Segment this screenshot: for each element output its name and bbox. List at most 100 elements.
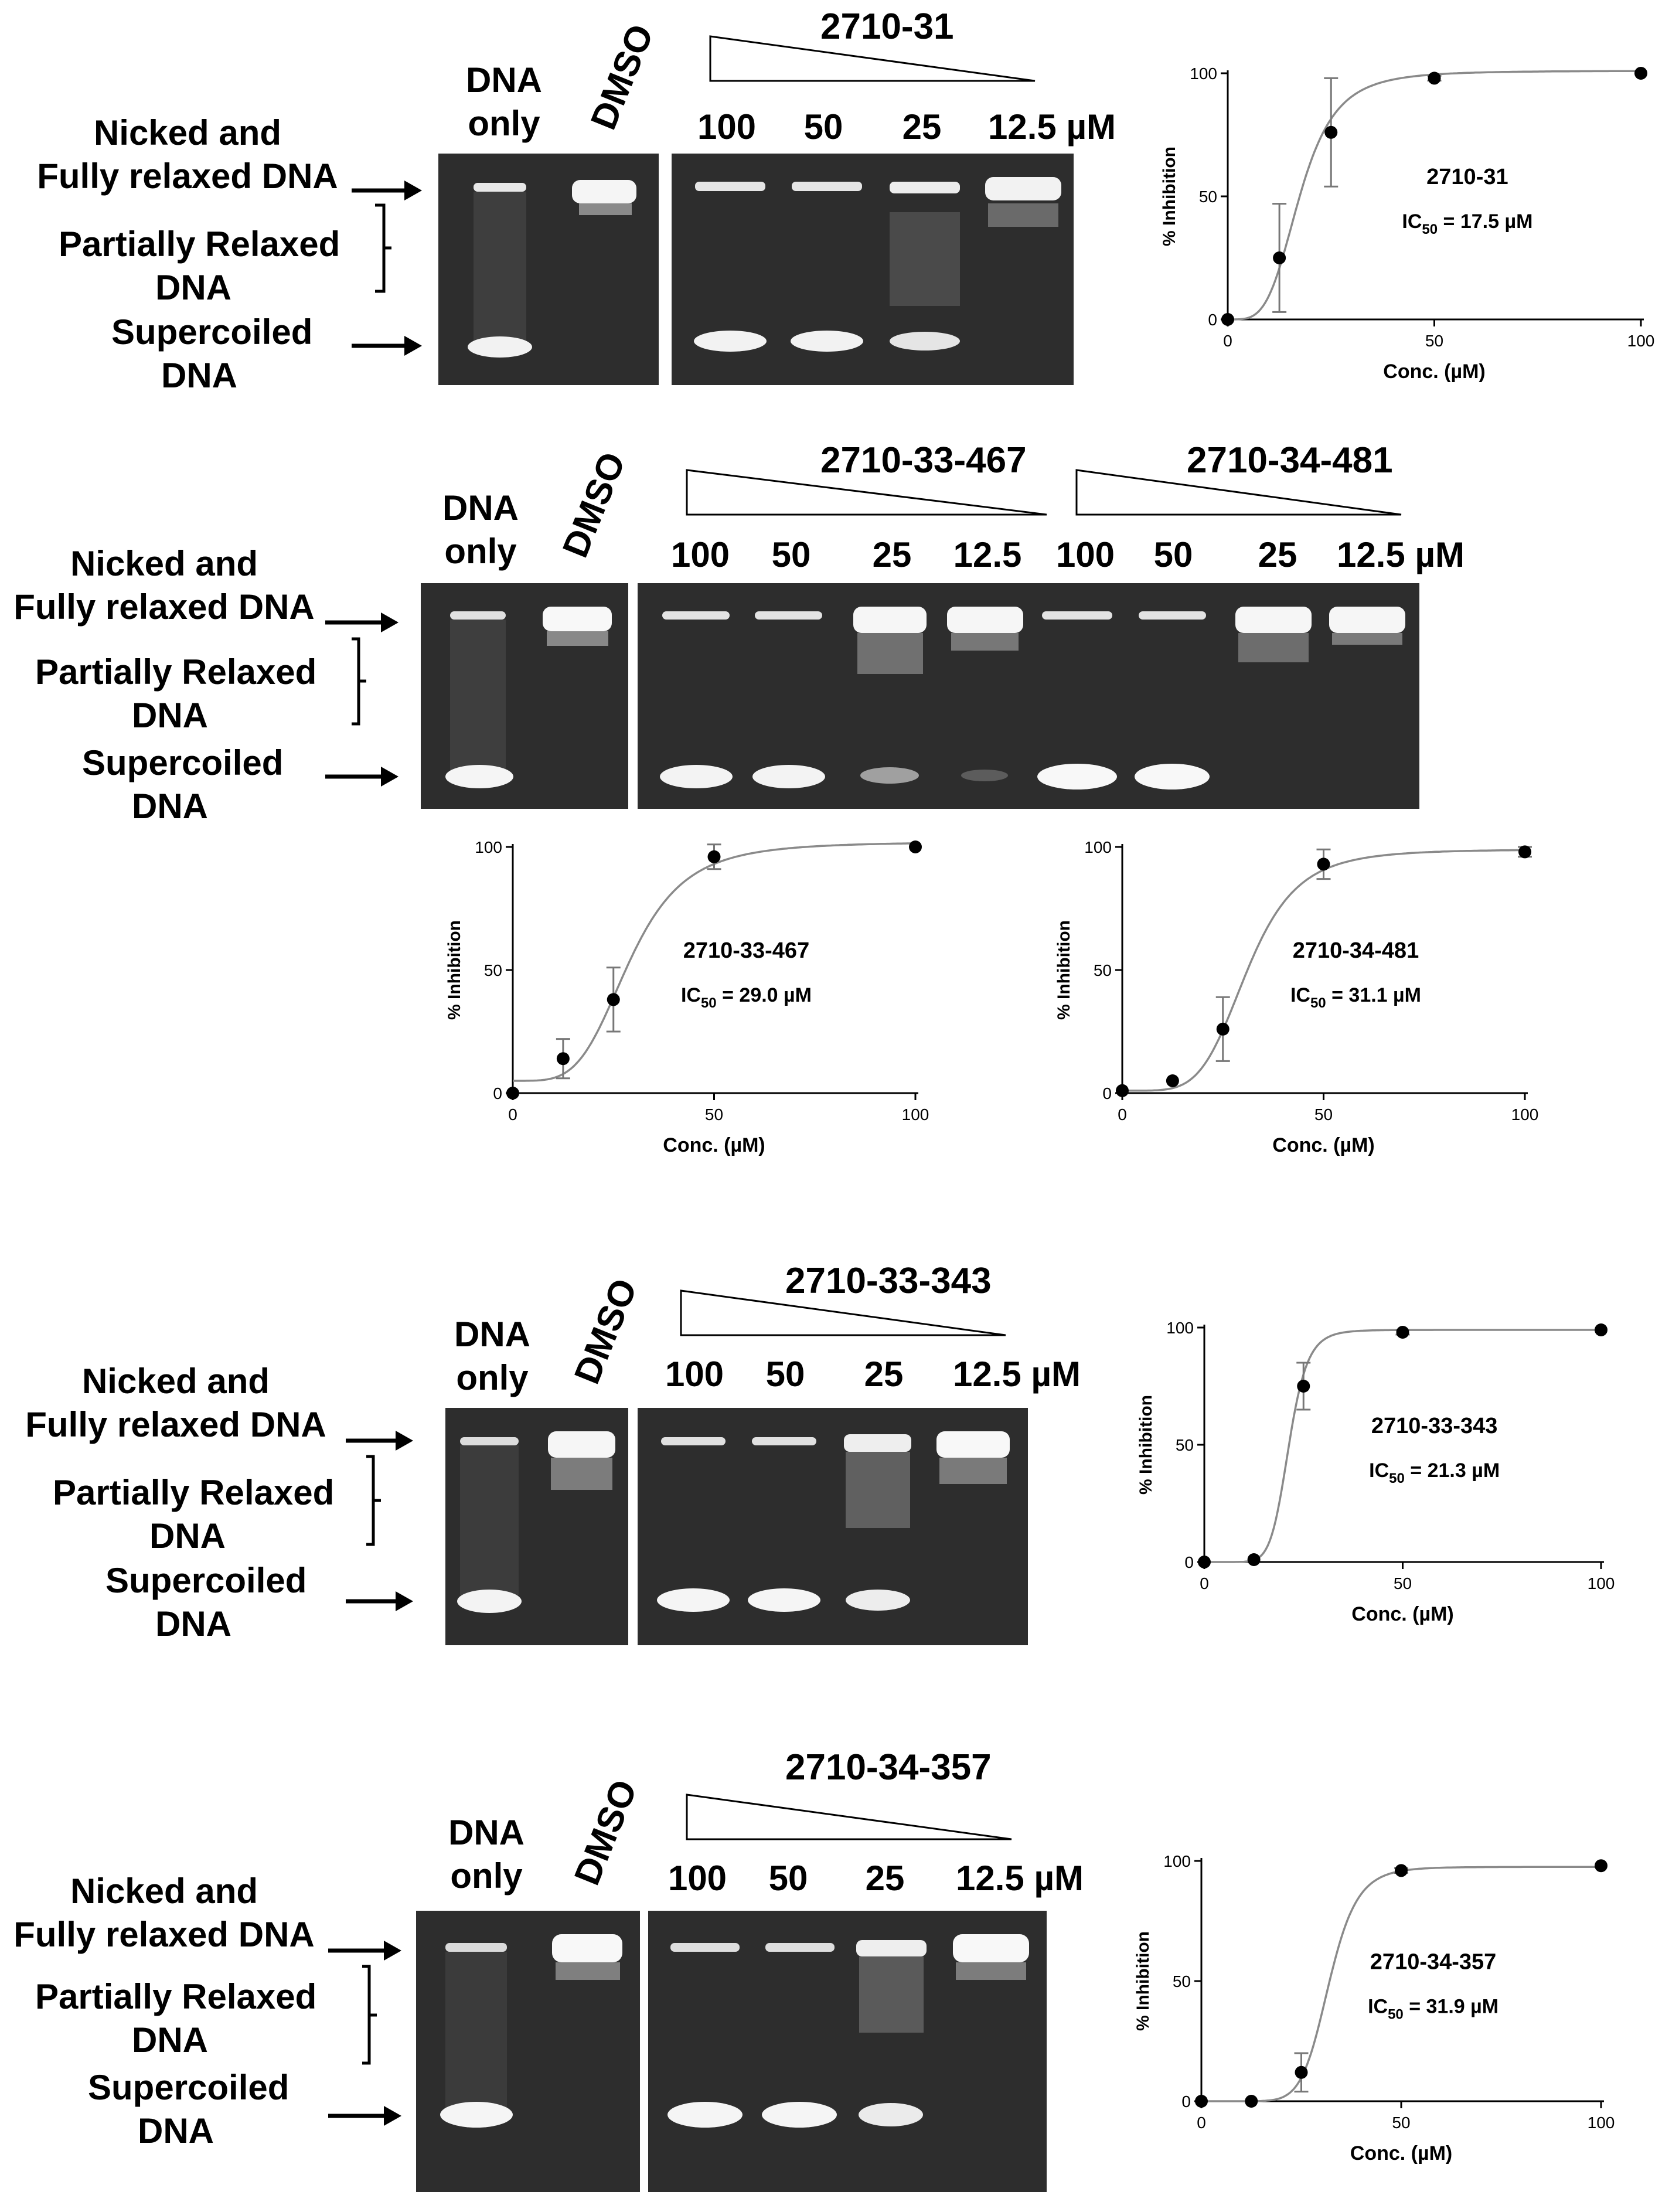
y-tick-label: 50 xyxy=(484,961,502,979)
compound-annotation: 2710-31 xyxy=(1426,165,1508,189)
y-tick-label: 100 xyxy=(1190,64,1217,83)
lane-label: 25 xyxy=(902,107,942,147)
x-axis-label: Conc. (µM) xyxy=(1351,1603,1453,1625)
arrows-markers xyxy=(346,1431,413,1611)
x-tick-label: 100 xyxy=(1588,2114,1615,2132)
data-point xyxy=(1518,845,1531,859)
gradient-wedge xyxy=(680,1289,1006,1336)
compound-annotation: 2710-34-481 xyxy=(1293,938,1419,963)
data-point xyxy=(1198,1556,1211,1568)
x-tick-label: 0 xyxy=(1118,1105,1127,1124)
x-tick-label: 50 xyxy=(705,1105,723,1124)
lane-label: 50 xyxy=(803,107,843,147)
compound-title: 2710-34-357 xyxy=(785,1747,992,1788)
lane-label: 12.5 µM xyxy=(987,107,1116,147)
ic50-annotation: IC50 = 17.5 µM xyxy=(1402,210,1532,237)
gel-image-compounds xyxy=(638,583,1419,809)
y-tick-label: 50 xyxy=(1199,188,1217,206)
data-point xyxy=(1166,1074,1179,1087)
gradient-wedge xyxy=(686,469,1047,516)
compound-annotation: 2710-33-467 xyxy=(683,938,810,963)
data-point xyxy=(1245,2095,1258,2108)
gel-image-controls xyxy=(445,1408,628,1645)
data-point xyxy=(607,993,620,1006)
lane-label: 100 xyxy=(670,535,730,574)
fit-curve xyxy=(1228,70,1641,321)
ic50-annotation: IC50 = 31.1 µM xyxy=(1290,984,1421,1011)
data-point xyxy=(1295,2065,1308,2079)
gel-image-compound xyxy=(672,154,1074,385)
compound-title: 2710-31 xyxy=(820,6,954,47)
data-point xyxy=(1317,857,1330,871)
ic50-annotation: IC50 = 31.9 µM xyxy=(1368,1996,1498,2023)
x-tick-label: 0 xyxy=(1197,2114,1206,2132)
lane-label: 50 xyxy=(768,1859,808,1898)
lane-label: 25 xyxy=(864,1355,904,1394)
x-tick-label: 100 xyxy=(1588,1574,1615,1592)
arrows-markers xyxy=(352,181,422,356)
x-tick-label: 0 xyxy=(1200,1574,1209,1592)
x-axis-label: Conc. (µM) xyxy=(1350,2142,1452,2165)
y-axis-label: % Inhibition xyxy=(445,920,464,1020)
compound-title: 2710-34-481 xyxy=(1187,440,1393,481)
data-point xyxy=(1595,1859,1607,1873)
lane-label: 12.5 µM xyxy=(952,1355,1081,1394)
lane-label: 25 xyxy=(1258,535,1297,574)
y-tick-label: 100 xyxy=(1084,838,1112,856)
lane-label: 100 xyxy=(665,1355,724,1394)
lane-label: 100 xyxy=(1055,535,1115,574)
y-tick-label: 100 xyxy=(475,838,502,856)
gradient-wedge xyxy=(1075,469,1402,516)
y-tick-label: 0 xyxy=(1208,311,1217,329)
x-tick-label: 50 xyxy=(1314,1105,1333,1124)
y-tick-label: 0 xyxy=(1184,1553,1194,1571)
x-tick-label: 100 xyxy=(902,1105,929,1124)
lane-label: 25 xyxy=(872,535,912,574)
lane-label: 12.5 µM xyxy=(955,1859,1084,1898)
ic50-annotation: IC50 = 21.3 µM xyxy=(1369,1459,1500,1486)
y-axis-label: % Inhibition xyxy=(1133,1931,1153,2031)
data-point xyxy=(1396,1326,1409,1339)
lane-label: 50 xyxy=(1153,535,1193,574)
x-axis-label: Conc. (µM) xyxy=(1383,360,1485,383)
y-tick-label: 0 xyxy=(493,1084,502,1102)
y-tick-label: 50 xyxy=(1173,1972,1191,1990)
x-axis-label: Conc. (µM) xyxy=(663,1134,765,1156)
data-point xyxy=(506,1087,519,1100)
gel-image-controls xyxy=(416,1911,640,2192)
fit-curve xyxy=(1201,1866,1601,2102)
compound-title: 2710-33-467 xyxy=(820,440,1027,481)
data-point xyxy=(556,1052,570,1066)
gel-image-controls xyxy=(438,154,659,385)
data-point xyxy=(1634,67,1647,80)
label-dmso: DMSO xyxy=(583,19,662,135)
lane-label: 12.5 µM xyxy=(1336,535,1465,574)
data-point xyxy=(1116,1084,1129,1097)
data-point xyxy=(1216,1022,1230,1036)
y-tick-label: 50 xyxy=(1176,1436,1194,1454)
lane-label: 25 xyxy=(865,1859,905,1898)
data-point xyxy=(1595,1323,1607,1336)
data-point xyxy=(1195,2095,1208,2108)
compound-title: 2710-33-343 xyxy=(785,1261,992,1301)
y-tick-label: 0 xyxy=(1102,1084,1112,1102)
x-tick-label: 100 xyxy=(1627,332,1655,350)
